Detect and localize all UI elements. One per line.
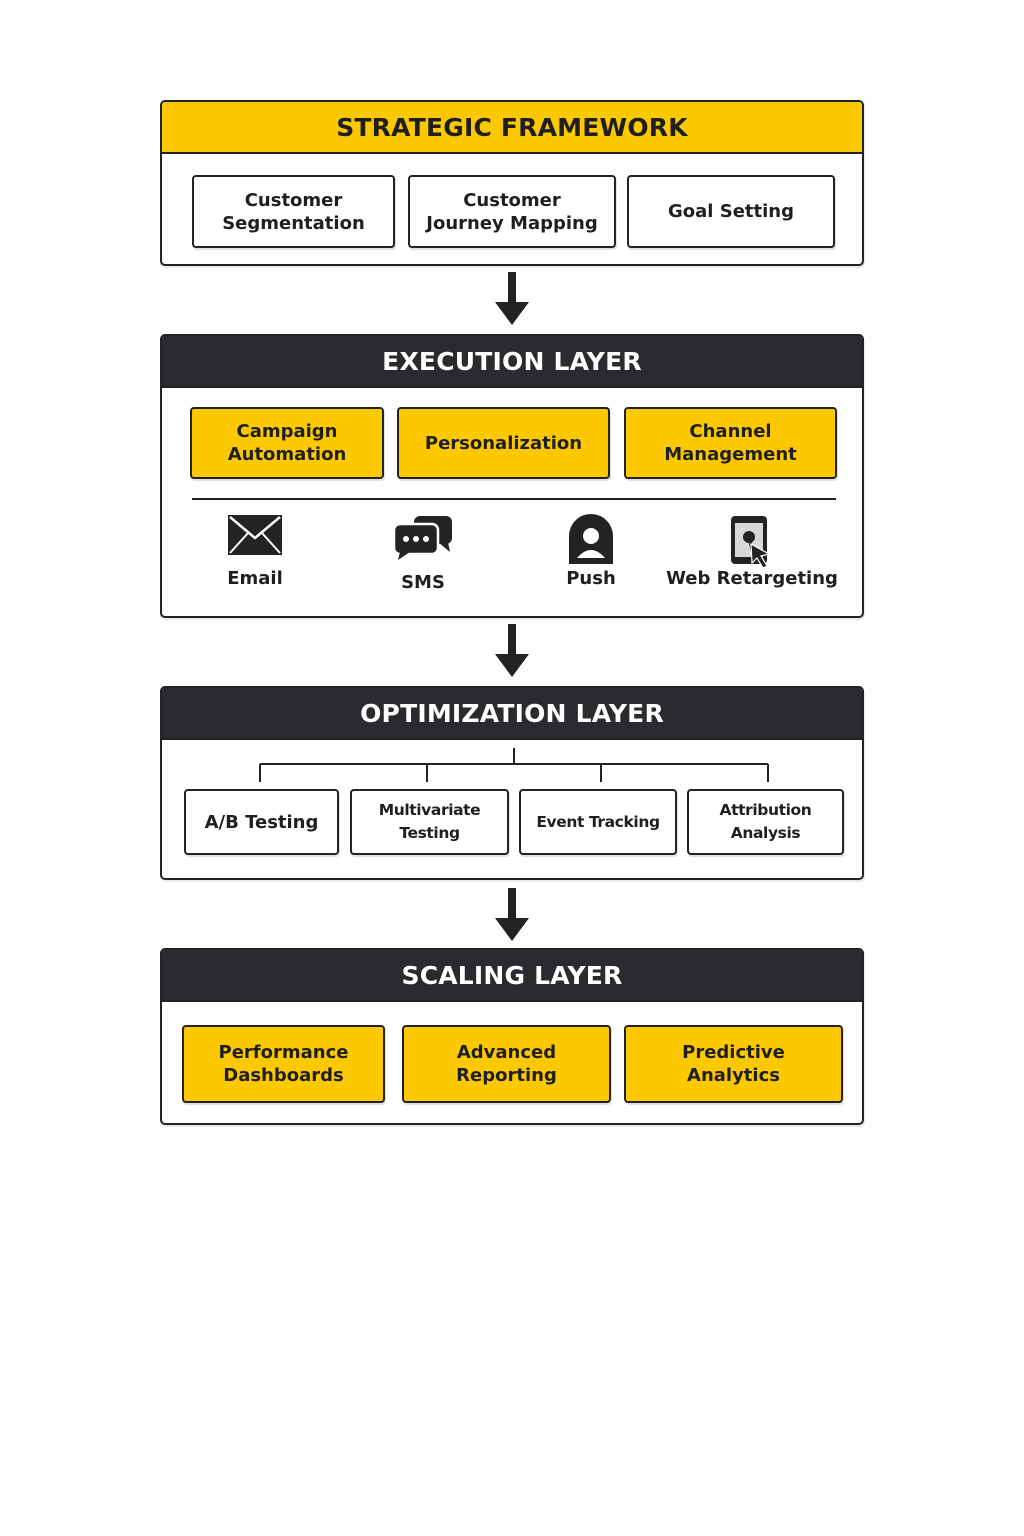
execution-layer: EXECUTION LAYER Campaign Automation Pers… bbox=[160, 334, 864, 618]
envelope-icon bbox=[228, 515, 282, 555]
advanced-reporting-box: Advanced Reporting bbox=[402, 1025, 611, 1103]
customer-journey-mapping-box: Customer Journey Mapping bbox=[408, 175, 616, 248]
optimization-layer: OPTIMIZATION LAYER A/B Testing Multivari… bbox=[160, 686, 864, 880]
channel-email: Email bbox=[170, 514, 340, 589]
tablet-pointer-icon bbox=[731, 516, 771, 569]
email-label: Email bbox=[227, 568, 283, 589]
sms-label: SMS bbox=[401, 572, 445, 593]
attribution-analysis-box: Attribution Analysis bbox=[687, 789, 844, 855]
performance-dashboards-box: Performance Dashboards bbox=[182, 1025, 385, 1103]
chat-bubbles-icon bbox=[392, 516, 452, 560]
predictive-analytics-box: Predictive Analytics bbox=[624, 1025, 843, 1103]
event-tracking-box: Event Tracking bbox=[519, 789, 677, 855]
strategic-framework-title: STRATEGIC FRAMEWORK bbox=[162, 102, 862, 154]
execution-divider bbox=[192, 498, 836, 500]
scaling-layer-title: SCALING LAYER bbox=[162, 950, 862, 1002]
personalization-box: Personalization bbox=[397, 407, 610, 479]
down-arrow-icon bbox=[495, 272, 529, 325]
campaign-automation-box: Campaign Automation bbox=[190, 407, 384, 479]
channel-sms: SMS bbox=[338, 514, 508, 593]
down-arrow-icon bbox=[495, 888, 529, 941]
optimization-layer-title: OPTIMIZATION LAYER bbox=[162, 688, 862, 740]
customer-segmentation-box: Customer Segmentation bbox=[192, 175, 395, 248]
down-arrow-icon bbox=[495, 624, 529, 677]
ab-testing-box: A/B Testing bbox=[184, 789, 339, 855]
web-retargeting-label: Web Retargeting bbox=[666, 568, 838, 589]
channel-management-box: Channel Management bbox=[624, 407, 837, 479]
scaling-layer: SCALING LAYER Performance Dashboards Adv… bbox=[160, 948, 864, 1125]
user-badge-icon bbox=[569, 514, 613, 564]
strategic-framework-layer: STRATEGIC FRAMEWORK Customer Segmentatio… bbox=[160, 100, 864, 266]
execution-layer-title: EXECUTION LAYER bbox=[162, 336, 862, 388]
push-label: Push bbox=[566, 568, 616, 589]
goal-setting-box: Goal Setting bbox=[627, 175, 835, 248]
channel-push: Push bbox=[506, 514, 676, 589]
channel-web-retargeting: Web Retargeting bbox=[664, 514, 840, 589]
multivariate-testing-box: Multivariate Testing bbox=[350, 789, 509, 855]
branch-connector bbox=[259, 748, 769, 782]
